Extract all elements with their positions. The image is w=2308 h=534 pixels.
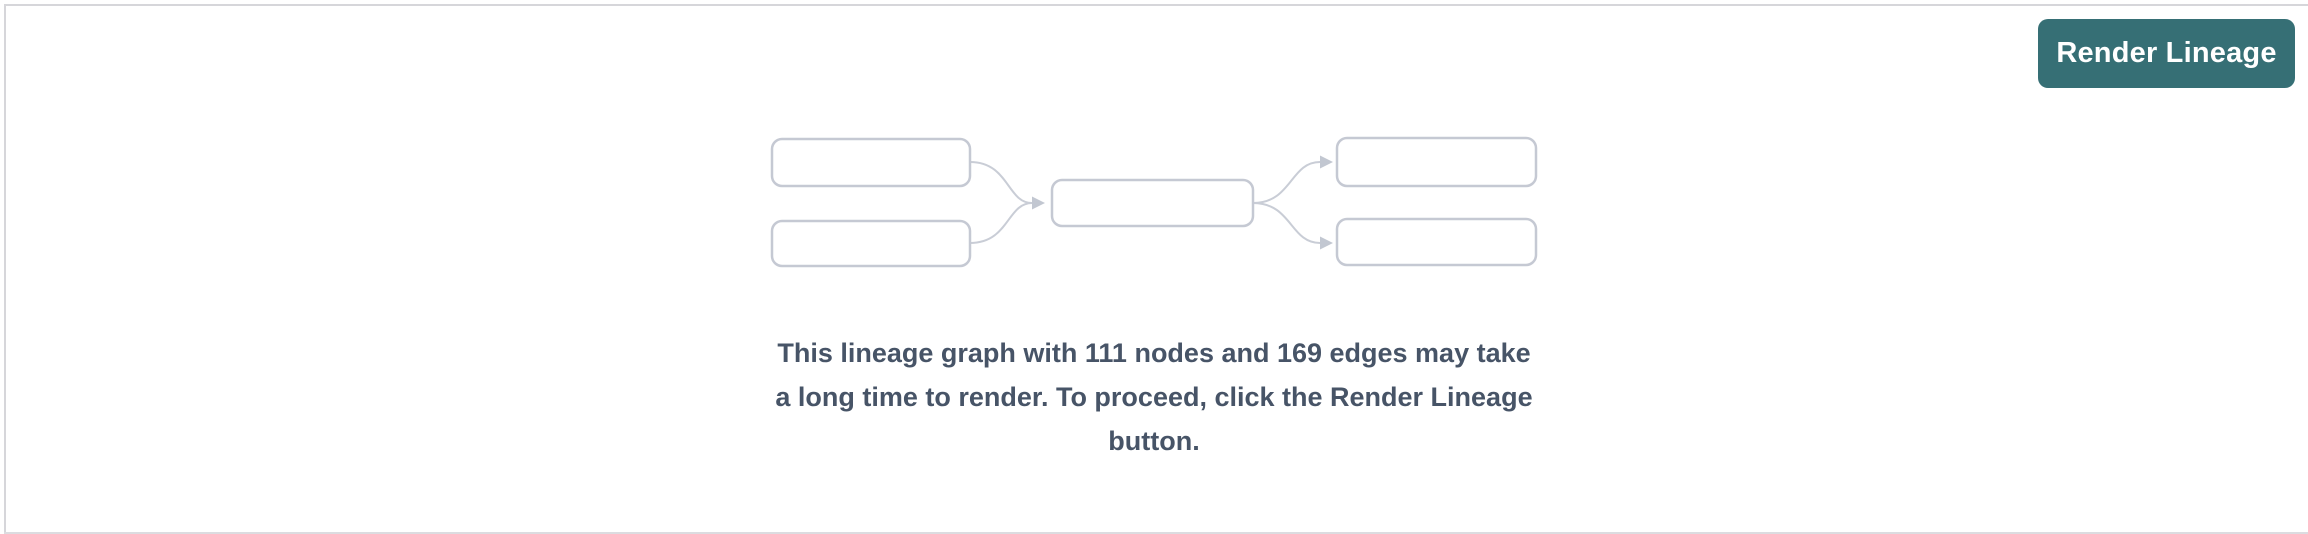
graph-node-downstream-bottom [1335,217,1538,267]
message-line: button. [1108,426,1200,456]
panel-top-border [4,4,2308,6]
graph-node-upstream-bottom [770,219,972,268]
lineage-warning-message: This lineage graph with 111 nodes and 16… [775,331,1532,463]
graph-node-upstream-top [770,137,972,188]
graph-edge [969,161,1033,204]
message-line: a long time to render. To proceed, click… [775,382,1533,412]
arrowhead-icon [1032,196,1045,210]
message-line: This lineage graph with 111 nodes and 16… [777,338,1531,368]
graph-edge [1252,202,1321,244]
lineage-graph-placeholder-illustration [770,136,1538,268]
panel-bottom-border [4,532,2308,534]
arrowhead-icon [1320,236,1333,250]
arrowhead-icon [1320,155,1333,169]
panel-left-border [4,4,6,534]
graph-edge [969,202,1033,244]
render-lineage-button[interactable]: Render Lineage [2038,19,2295,88]
graph-edge [1252,161,1321,204]
graph-node-center [1050,178,1255,228]
graph-node-downstream-top [1335,136,1538,188]
